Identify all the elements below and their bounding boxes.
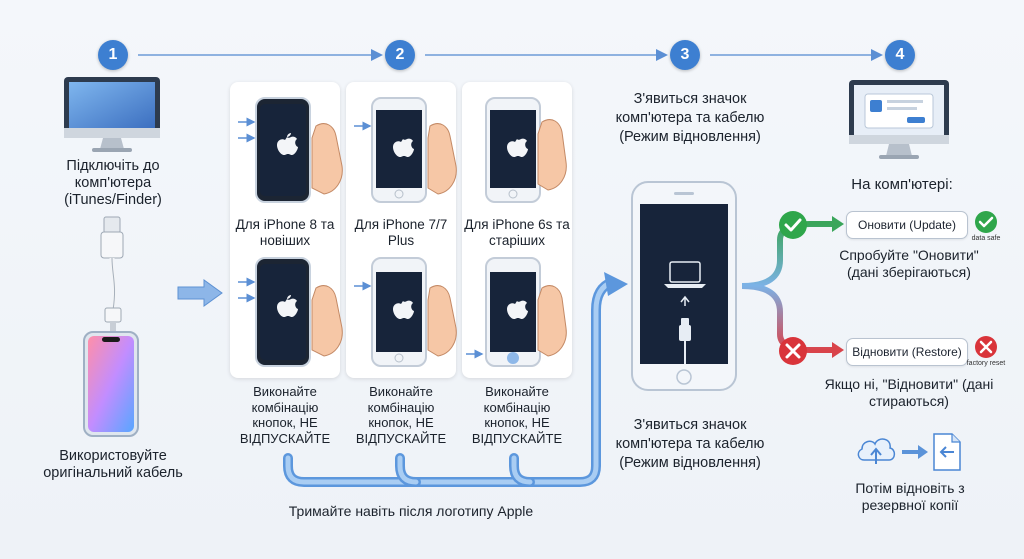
- cloud-upload-icon: [857, 438, 896, 464]
- update-description: Спробуйте "Оновити" (дані зберігаються): [839, 247, 979, 280]
- cross-circle-icon: [779, 337, 807, 365]
- factory-reset-cross-icon: [975, 336, 997, 358]
- iphone8-phone-bottom: [238, 257, 343, 367]
- backup-restore-label: Потім відновіть з резервної копії: [855, 480, 965, 513]
- connect-label: Підключіть до комп'ютера (iTunes/Finder): [64, 158, 162, 208]
- update-button[interactable]: Оновити (Update): [846, 211, 968, 239]
- model-label-iphone8: Для iPhone 8 та новіших: [235, 217, 335, 248]
- step-badge-4: 4: [885, 40, 915, 70]
- data-safe-check-icon: [975, 211, 997, 233]
- computer-icon: [64, 77, 160, 152]
- recovery-label-bottom: З'явиться значок комп'ютера та кабелю (Р…: [615, 417, 765, 471]
- laptop-icon: [664, 261, 706, 288]
- iphone6s-phone-top: [485, 97, 567, 203]
- step-arrows: [138, 49, 883, 61]
- cable-label: Використовуйте оригінальний кабель: [43, 448, 183, 481]
- step-badge-3: 3: [670, 40, 700, 70]
- lightning-cable-icon: [679, 318, 691, 364]
- step4-title: На комп'ютері:: [851, 176, 953, 193]
- iphone7-phone-bottom: [354, 257, 457, 367]
- button-combination-illustrations: [238, 97, 567, 367]
- recovery-mode-phone: [631, 181, 737, 391]
- computer-update-icon: [849, 80, 949, 159]
- restore-file-icon: [933, 433, 961, 471]
- model-label-iphone7: Для iPhone 7/7 Plus: [354, 217, 448, 248]
- iphone8-phone-top: [238, 97, 343, 203]
- backup-restore-icons: [857, 433, 961, 471]
- restore-description: Якщо ні, "Відновити" (дані стираються): [824, 376, 994, 409]
- usb-cable-icon: [100, 216, 124, 331]
- model-label-iphone6s: Для iPhone 6s та старіших: [464, 217, 570, 248]
- iphone6s-phone-bottom: [466, 257, 567, 367]
- recovery-label-top: З'явиться значок комп'ютера та кабелю (Р…: [615, 91, 765, 145]
- hold-instruction-1: Виконайте комбінацію кнопок, НЕ ВІДПУСКА…: [239, 384, 331, 446]
- factory-reset-tag: factory reset: [966, 360, 1006, 367]
- hold-instruction-3: Виконайте комбінацію кнопок, НЕ ВІДПУСКА…: [471, 384, 563, 446]
- hold-instruction-2: Виконайте комбінацію кнопок, НЕ ВІДПУСКА…: [355, 384, 447, 446]
- check-circle-icon: [779, 211, 807, 239]
- data-safe-tag: data safe: [971, 235, 1001, 242]
- iphone-icon: [83, 331, 139, 437]
- hold-footer: Тримайте навіть після логотипу Apple: [288, 503, 534, 519]
- right-arrow-icon: [177, 279, 223, 307]
- hold-connector-arrow: [283, 272, 628, 487]
- restore-button[interactable]: Відновити (Restore): [846, 338, 968, 366]
- step-badge-2: 2: [385, 40, 415, 70]
- step-badge-1: 1: [98, 40, 128, 70]
- iphone7-phone-top: [354, 97, 457, 203]
